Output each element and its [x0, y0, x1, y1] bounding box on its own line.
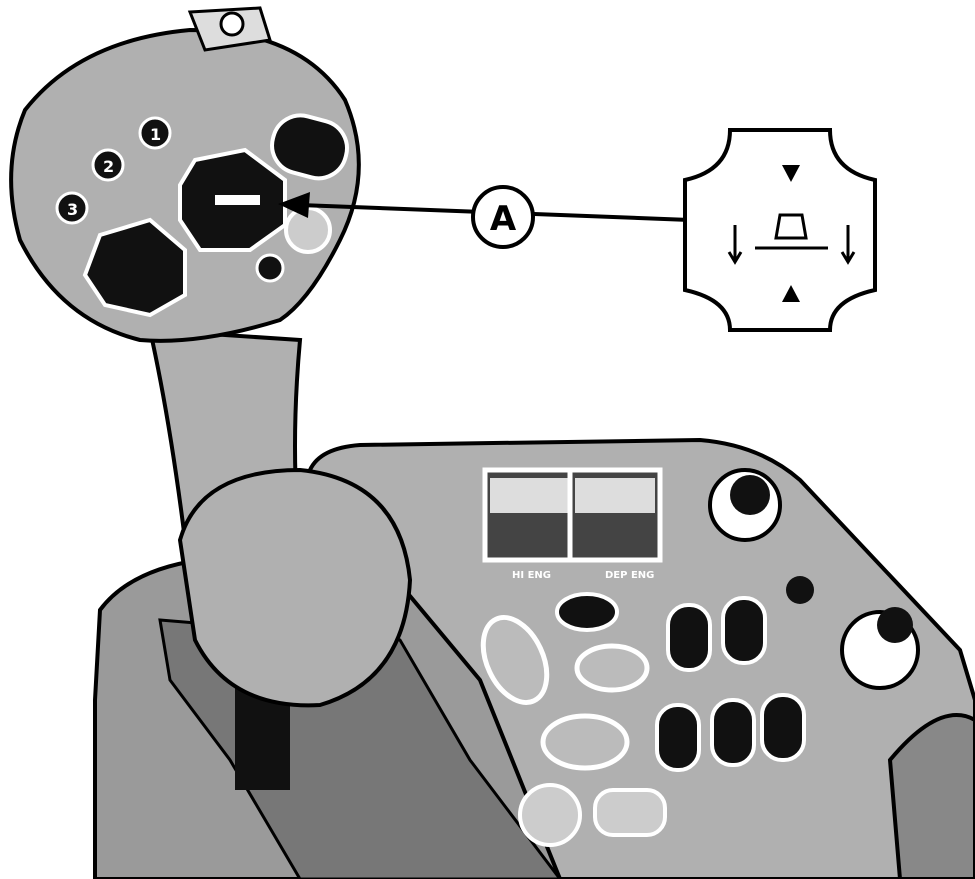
- joystick-small-button[interactable]: [255, 253, 285, 283]
- knob-cap: [877, 607, 913, 643]
- hitch-icon: [215, 195, 260, 205]
- joystick-ball: [177, 467, 413, 708]
- down-triangle-icon: [782, 165, 800, 182]
- console-function-buttons[interactable]: [655, 596, 806, 772]
- console-oval-button[interactable]: [574, 643, 650, 693]
- switch-label-hi-eng: HI ENG: [512, 570, 551, 581]
- up-triangle-icon: [782, 285, 800, 302]
- console-oval-button[interactable]: [540, 713, 630, 771]
- rocker-switches: [482, 467, 663, 563]
- preset-label: 3: [67, 200, 78, 219]
- callout-label: A: [490, 199, 517, 239]
- preset-button-2[interactable]: 2: [91, 148, 125, 182]
- switch-label-dep-eng: DEP ENG: [605, 570, 654, 581]
- preset-label: 2: [103, 157, 114, 176]
- preset-button-3[interactable]: 3: [55, 191, 89, 225]
- hitch-icon: [727, 213, 856, 265]
- console-oval-button[interactable]: [471, 607, 560, 712]
- hitch-button-detail: [683, 128, 877, 332]
- console-side: [887, 713, 975, 879]
- callout-circle: [471, 185, 535, 249]
- console-small-switch[interactable]: [555, 592, 619, 632]
- joystick-shuttle-button[interactable]: [266, 109, 353, 184]
- arrow-head-icon: [278, 192, 310, 218]
- indicator-button[interactable]: [786, 576, 814, 604]
- ignition-switch[interactable]: [518, 783, 582, 847]
- preset-button-1[interactable]: 1: [138, 116, 172, 150]
- joystick-function-button[interactable]: [82, 217, 187, 318]
- console-switch[interactable]: [593, 788, 667, 837]
- preset-label: 1: [150, 125, 161, 144]
- triangle-icon: [219, 11, 245, 37]
- knob-cap: [730, 475, 770, 515]
